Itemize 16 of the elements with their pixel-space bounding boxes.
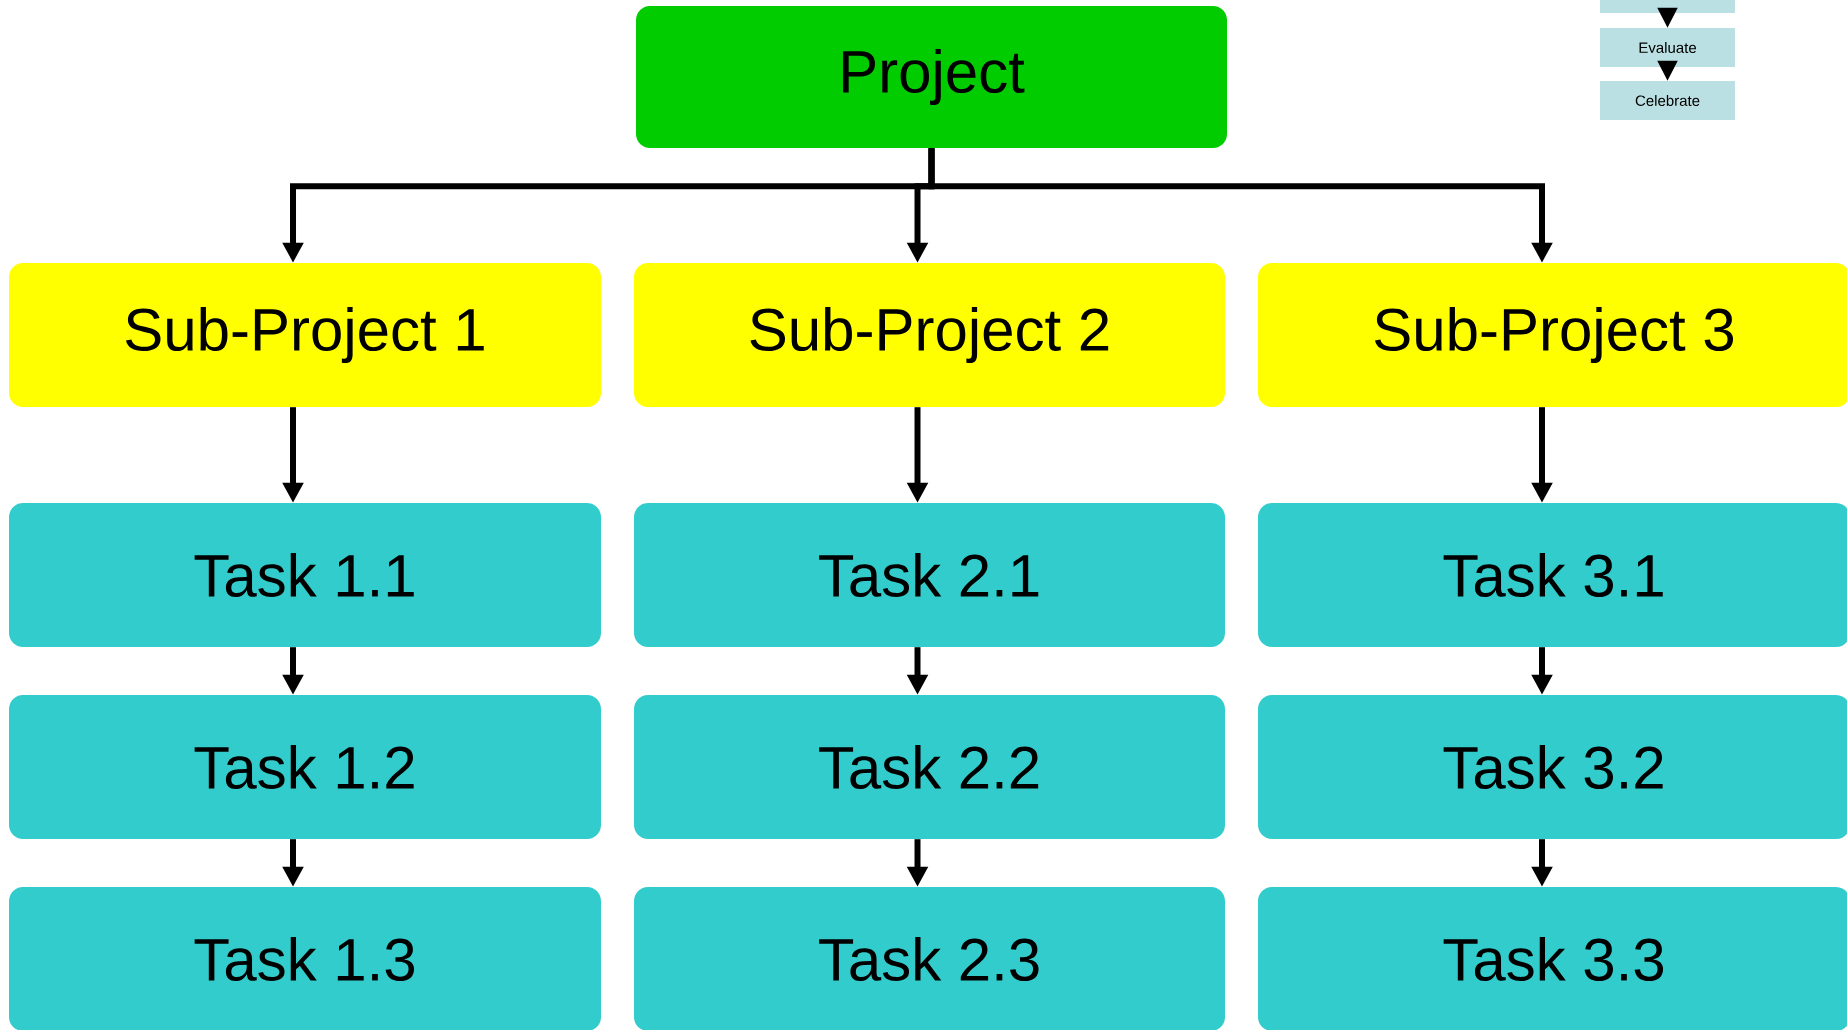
step-box: [1600, 0, 1735, 13]
task-box: Task 1.1: [9, 503, 601, 647]
task-box: Task 3.1: [1258, 503, 1847, 647]
sub-project-box: Sub-Project 3: [1258, 263, 1847, 407]
task-box: Task 3.3: [1258, 887, 1847, 1030]
project-box: Project: [636, 6, 1227, 148]
sub-project-box: Sub-Project 2: [634, 263, 1225, 407]
task-box: Task 1.3: [9, 887, 601, 1030]
task-box: Task 3.2: [1258, 695, 1847, 839]
step-box: Evaluate: [1600, 28, 1735, 67]
task-box: Task 2.3: [634, 887, 1225, 1030]
step-box: Celebrate: [1600, 81, 1735, 120]
sub-project-box: Sub-Project 1: [9, 263, 601, 407]
task-box: Task 2.1: [634, 503, 1225, 647]
task-box: Task 2.2: [634, 695, 1225, 839]
task-box: Task 1.2: [9, 695, 601, 839]
